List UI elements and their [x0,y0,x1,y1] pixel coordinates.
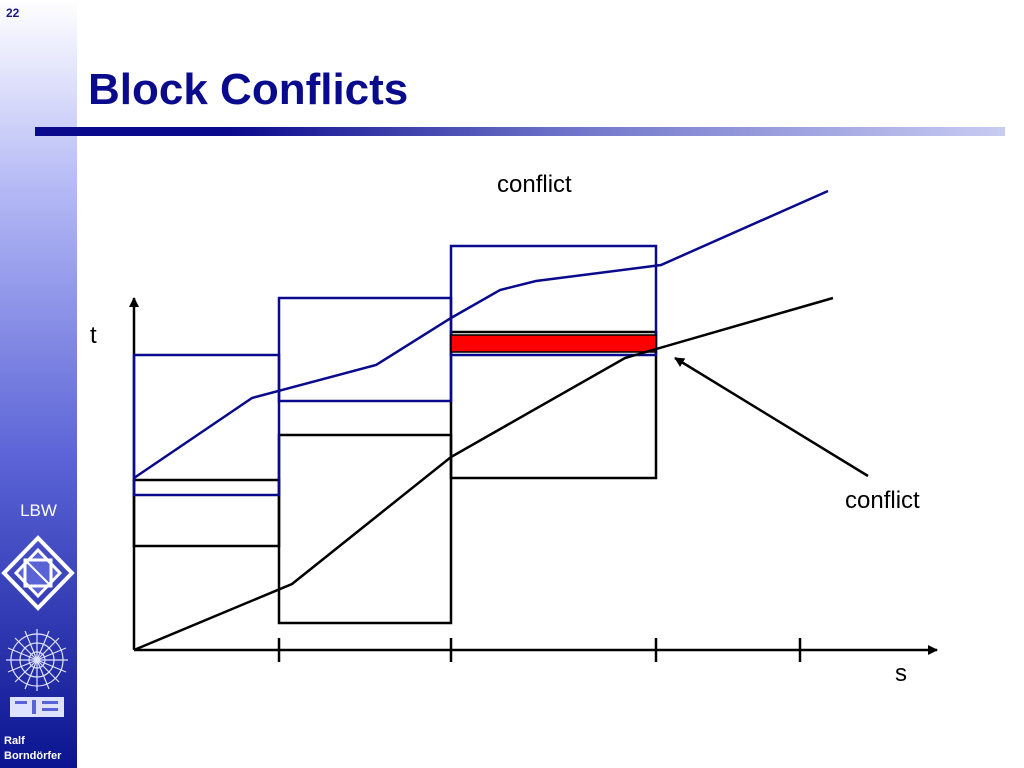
blue-block-occupation [449,244,658,357]
black-train-trajectory [133,296,834,652]
sidebar-label: LBW [20,501,57,520]
s-axis-label: s [895,660,907,687]
zib-logo-icon [6,629,68,717]
black-block-occupation [132,478,281,548]
blue-block-occupation [277,296,453,403]
blue-block-occupation [132,353,281,497]
author-last-name: Borndörfer [4,750,62,762]
conflict-pointer-arrow [674,356,869,478]
title-underline [35,127,1005,136]
block-conflict-diagram [129,189,938,662]
slide-title: Block Conflicts [88,65,409,114]
author-name: Ralf Borndörfer [4,734,61,764]
t-axis-label: t [90,322,97,349]
lbw-logo-icon [1,535,75,611]
conflict-region [450,334,657,353]
conflict-label-top: conflict [497,171,572,198]
blue-train-trajectory [133,189,829,480]
conflict-label-right: conflict [845,487,920,514]
sidebar: 22 LBW Ralf Borndörfer [0,0,77,768]
black-block-occupation [449,330,658,480]
slide-number: 22 [6,6,20,20]
author-first-name: Ralf [4,735,25,747]
black-block-occupation [277,433,453,625]
